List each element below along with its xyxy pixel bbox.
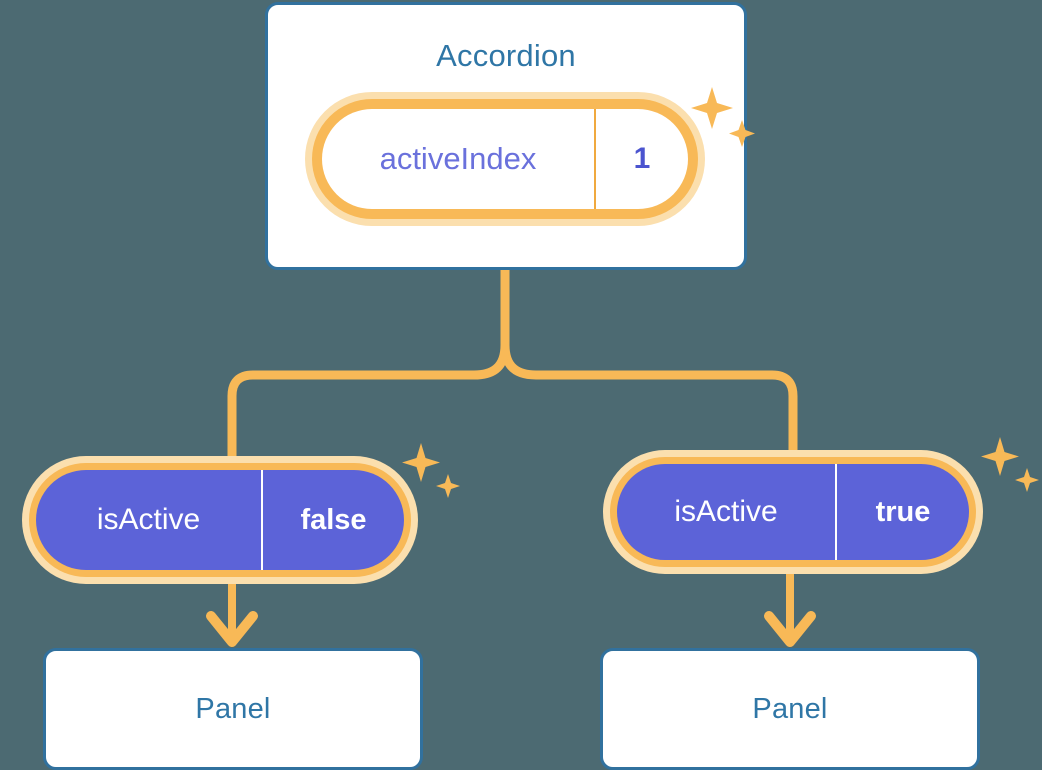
state-value-isactive-left: false xyxy=(300,503,367,536)
state-value-isactive-right: true xyxy=(875,495,931,528)
panel-component-card-right[interactable]: Panel xyxy=(600,648,980,770)
state-pill-isactive-false[interactable]: isActive false xyxy=(22,456,418,584)
state-key-activeindex: activeIndex xyxy=(379,141,537,176)
state-key-isactive-left: isActive xyxy=(96,503,201,536)
pill-body: isActive true xyxy=(617,464,969,560)
arrow-down-icon-left xyxy=(206,611,258,647)
accordion-title: Accordion xyxy=(436,38,576,73)
pill-body: activeIndex 1 xyxy=(322,109,688,209)
pill-divider xyxy=(835,464,837,560)
arrow-down-icon-right xyxy=(764,611,816,647)
pill-body: isActive false xyxy=(36,470,404,570)
state-pill-isactive-true[interactable]: isActive true xyxy=(603,450,983,574)
pill-divider xyxy=(261,470,263,570)
panel-component-card-left[interactable]: Panel xyxy=(43,648,423,770)
panel-title-right: Panel xyxy=(752,693,828,725)
panel-title-left: Panel xyxy=(195,693,271,725)
state-value-activeindex: 1 xyxy=(633,142,651,175)
branch-line-right xyxy=(500,340,798,467)
state-key-isactive-right: isActive xyxy=(674,495,778,528)
state-pill-activeindex[interactable]: activeIndex 1 xyxy=(305,92,705,226)
branch-line-left xyxy=(227,340,510,467)
sparkle-icon-right xyxy=(981,437,1039,492)
pill-divider xyxy=(594,109,596,209)
